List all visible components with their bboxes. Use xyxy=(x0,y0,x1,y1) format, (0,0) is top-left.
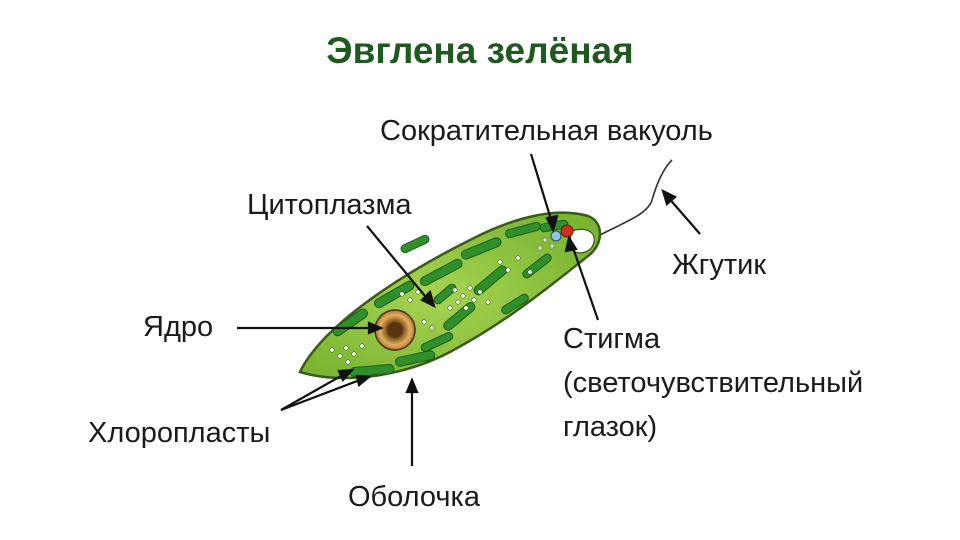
cytoplasm-granules xyxy=(329,237,555,365)
flagellum-arrowhead xyxy=(661,188,677,206)
label-cytoplasm: Цитоплазма xyxy=(247,189,412,221)
chloroplast xyxy=(419,258,463,287)
chloroplast xyxy=(400,234,430,254)
chloroplast xyxy=(433,283,457,305)
chloroplast xyxy=(332,308,368,337)
stigma-pointer xyxy=(569,241,600,321)
label-stigma-desc-1: (светочувствительный xyxy=(563,367,864,399)
page-title: Эвглена зелёная xyxy=(326,30,634,71)
chloroplasts-pointer-2 xyxy=(280,376,366,412)
membrane-arrowhead xyxy=(405,377,419,394)
label-stigma-desc-2: глазок) xyxy=(563,411,658,443)
label-chloroplasts: Хлоропласты xyxy=(88,417,271,449)
chloroplast xyxy=(501,293,529,315)
cytoplasm-pointer xyxy=(366,225,431,303)
chloroplast xyxy=(460,237,502,260)
nucleus-arrowhead xyxy=(367,321,384,335)
stigma-arrowhead xyxy=(564,235,578,253)
label-stigma: Стигма xyxy=(563,323,661,355)
chloroplast xyxy=(394,350,436,367)
flagellum-pointer xyxy=(666,195,701,235)
stigma xyxy=(560,224,574,238)
contractile-vacuole xyxy=(550,230,562,242)
vacuole-pointer xyxy=(529,153,555,227)
cytoplasm-arrowhead xyxy=(420,289,436,309)
label-membrane: Оболочка xyxy=(348,481,480,513)
vacuole-arrowhead xyxy=(545,214,559,234)
chloroplast xyxy=(473,265,508,296)
label-nucleus: Ядро xyxy=(143,311,214,343)
chloroplasts-arrowhead-2 xyxy=(355,374,372,387)
nucleolus xyxy=(387,322,403,338)
label-contractile-vacuole: Сократительная вакуоль xyxy=(380,115,713,147)
label-flagellum: Жгутик xyxy=(672,249,767,281)
reservoir xyxy=(569,228,595,254)
chloroplast xyxy=(420,332,454,352)
chloroplasts-arrowhead-1 xyxy=(337,368,355,382)
flagellum xyxy=(597,159,673,237)
chloroplasts-pointer-1 xyxy=(280,371,349,411)
chloroplasts xyxy=(332,219,569,378)
